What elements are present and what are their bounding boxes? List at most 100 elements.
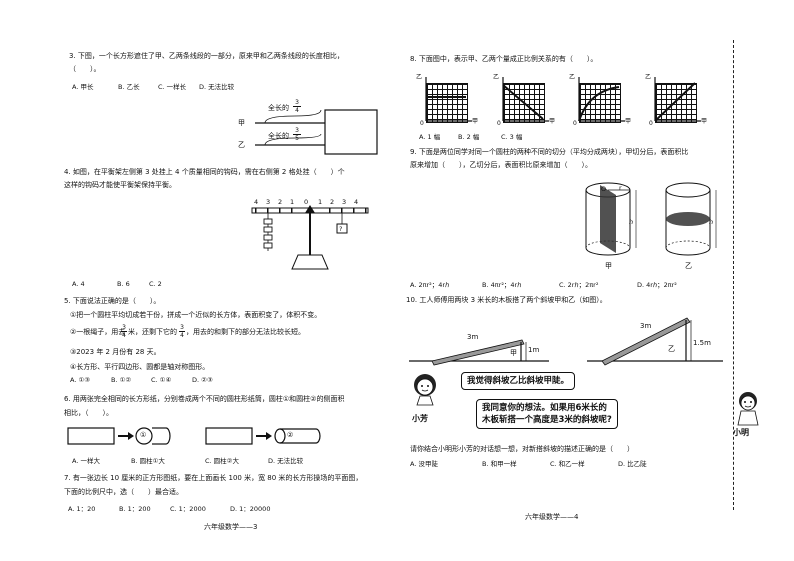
q4-option-b: B. 6	[117, 280, 130, 288]
left-page: 3. 下图，一个长方形遮住了甲、乙两条线段的一部分，原来甲和乙两条线段的长度相比…	[64, 52, 378, 531]
q3-label-yi: 乙	[238, 141, 245, 149]
q6-cylinder-1-label: ①	[140, 431, 147, 439]
xiaoming-name: 小明	[733, 428, 749, 437]
q5-s2-part-a: ②一根绳子，用去	[70, 328, 126, 336]
q8-graph-4-y-label: 乙	[645, 74, 652, 81]
xiaoming-avatar	[737, 392, 759, 426]
q4-option-c: C. 2	[149, 280, 162, 288]
q4-stem-line2: 这样的钩码才能使平衡架保持平衡。	[64, 181, 176, 189]
q10-ramp-2-length: 3m	[640, 322, 652, 330]
q7-option-a: A. 1：20	[68, 505, 96, 513]
q5-option-a: A. ①③	[70, 376, 91, 384]
xiaofang-avatar	[414, 374, 436, 406]
xiaofang-name: 小芳	[412, 414, 428, 423]
scale-mark: 2	[278, 198, 283, 206]
q8-option-a: A. 1 幅	[419, 133, 441, 141]
q4-stem-line1: 4. 如图，在平衡架左侧第 3 处挂上 4 个质量相同的钩码，需在右侧第 2 格…	[64, 168, 345, 176]
q7-stem-line1: 7. 有一张边长 10 厘米的正方形图纸，要在上面画长 100 米，宽 80 米…	[64, 474, 363, 482]
q10-sub-question: 请你结合小明形小芳的对话想一想，对新搭斜坡的描述正确的是（ ）	[410, 445, 634, 453]
q10-option-b: B. 和甲一样	[482, 460, 517, 468]
q8-graph-4-x-label: 甲	[701, 118, 708, 125]
q5-s2-den-2: 4	[180, 332, 184, 339]
q3-fraction-1-num: 3	[293, 99, 301, 107]
q8-graph-4: 乙 0 甲	[641, 73, 711, 131]
scale-mark: 2	[330, 198, 335, 206]
q7-stem-line2: 下面的比例尺中，选（ ）最合适。	[64, 488, 183, 496]
q4-option-a: A. 4	[72, 280, 85, 288]
q8-graph-2-plot	[502, 77, 549, 122]
q5-s2-fraction-1: 3 4	[121, 324, 127, 339]
q8-option-c: C. 3 幅	[501, 133, 523, 141]
q8-graph-4-plot	[654, 77, 701, 122]
q6-stem-line1: 6. 用两张完全相同的长方形纸，分别卷成两个不同的圆柱形纸筒，圆柱①和圆柱②的侧…	[64, 395, 345, 403]
q8-graph-3: 乙 0 甲	[565, 73, 635, 131]
scale-mark: 4	[354, 198, 359, 206]
q3-option-d: D. 无法比较	[199, 83, 235, 91]
q3-stem-line2: （ ）。	[69, 65, 101, 73]
q3-option-b: B. 乙长	[118, 83, 140, 91]
q10-ramp-1-length: 3m	[467, 333, 479, 341]
q5-option-b: B. ①②	[111, 376, 132, 384]
q9-label-o: O	[601, 185, 607, 193]
q3-label-quan-2: 全长的	[268, 132, 289, 140]
right-page-footer: 六年级数学——4	[525, 513, 579, 521]
xiaofang-speech-bubble: 我觉得斜坡乙比斜坡甲陡。	[461, 372, 576, 390]
q9-option-c: C. 2rℎ；2πr²	[559, 281, 599, 289]
q6-option-a: A. 一样大	[72, 457, 100, 465]
q9-cylinders-figure	[585, 182, 717, 256]
q5-stem: 5. 下面说法正确的是（ ）。	[64, 297, 161, 305]
q8-graph-1-y-label: 乙	[416, 74, 423, 81]
q10-ramp-1-height: 1m	[528, 346, 540, 354]
q3-fraction-2: 3 5	[293, 127, 301, 142]
q8-graph-2: 乙 0 甲	[489, 73, 559, 131]
q10-ramp-2-name: 乙	[668, 345, 675, 353]
q6-option-b: B. 圆柱①大	[131, 457, 165, 465]
q10-option-c: C. 和乙一样	[550, 460, 585, 468]
q3-fraction-1-den: 4	[295, 107, 299, 114]
q8-graph-3-x-label: 甲	[625, 118, 632, 125]
q5-s2-num-1: 3	[121, 324, 127, 332]
q3-label-quan-1: 全长的	[268, 104, 289, 112]
q10-stem: 10. 工人师傅用两块 3 米长的木板搭了两个斜坡甲和乙（如图）。	[406, 296, 607, 304]
q8-graph-1-x-label: 甲	[472, 118, 479, 125]
q7-option-c: C. 1：2000	[170, 505, 206, 513]
q5-statement-1: ①把一个圆柱平均切成若干份，拼成一个近似的长方体，表面积变了，体积不变。	[70, 311, 322, 319]
right-page: 8. 下面图中，表示甲、乙两个量成正比例关系的有（ ）。 乙 0 甲 乙 0 甲…	[397, 0, 794, 561]
q9-label-r: r	[619, 184, 622, 192]
q8-graph-1-origin: 0	[420, 120, 424, 127]
q5-s2-part-b: 米，还剩下它的	[128, 328, 177, 336]
scale-mark: 3	[342, 198, 347, 206]
xiaoming-speech-line1: 我同意你的想法。如果用6米长的	[482, 403, 607, 413]
left-page-footer: 六年级数学——3	[204, 523, 258, 531]
q10-ramp-1-name: 甲	[510, 349, 517, 357]
q8-graph-1: 乙 0 甲	[412, 73, 482, 131]
q3-option-c: C. 一样长	[158, 83, 187, 91]
q5-s2-num-2: 3	[179, 324, 185, 332]
scale-mark: 3	[266, 198, 271, 206]
q9-label-h-1: h	[629, 218, 634, 226]
q9-label-yi: 乙	[685, 262, 692, 270]
scale-mark: 4	[254, 198, 259, 206]
q9-option-b: B. 4πr²；4rℎ	[482, 281, 522, 289]
q8-option-b: B. 2 幅	[458, 133, 480, 141]
xiaoming-speech-bubble: 我同意你的想法。如果用6米长的 木板斩搭一个高度是3米的斜坡呢?	[476, 399, 618, 429]
q10-option-a: A. 没甲陡	[410, 460, 438, 468]
q8-graph-2-x-label: 甲	[549, 118, 556, 125]
q3-segments-figure	[255, 109, 378, 155]
q8-graph-3-y-label: 乙	[569, 74, 576, 81]
binding-cut-line	[733, 40, 734, 510]
q4-unknown-box-label: ?	[339, 225, 343, 233]
q5-s2-den-1: 4	[122, 332, 126, 339]
q8-graph-4-origin: 0	[649, 120, 653, 127]
q10-option-d: D. 比乙陡	[618, 460, 647, 468]
scale-mark: 1	[290, 198, 295, 206]
q9-label-h-2: h	[709, 218, 714, 226]
q3-fraction-2-num: 3	[293, 127, 301, 135]
q9-option-d: D. 4rℎ；2πr²	[637, 281, 677, 289]
xiaofang-speech-text: 我觉得斜坡乙比斜坡甲陡。	[467, 376, 570, 386]
q5-s2-part-c: ，用去的和剩下的部分无法比较长短。	[186, 328, 305, 336]
q6-option-c: C. 圆柱②大	[205, 457, 239, 465]
q9-option-a: A. 2πr²；4rℎ	[410, 281, 450, 289]
q3-fraction-2-den: 5	[295, 135, 299, 142]
q5-statement-3: ③2023 年 2 月份有 28 天。	[70, 348, 161, 356]
